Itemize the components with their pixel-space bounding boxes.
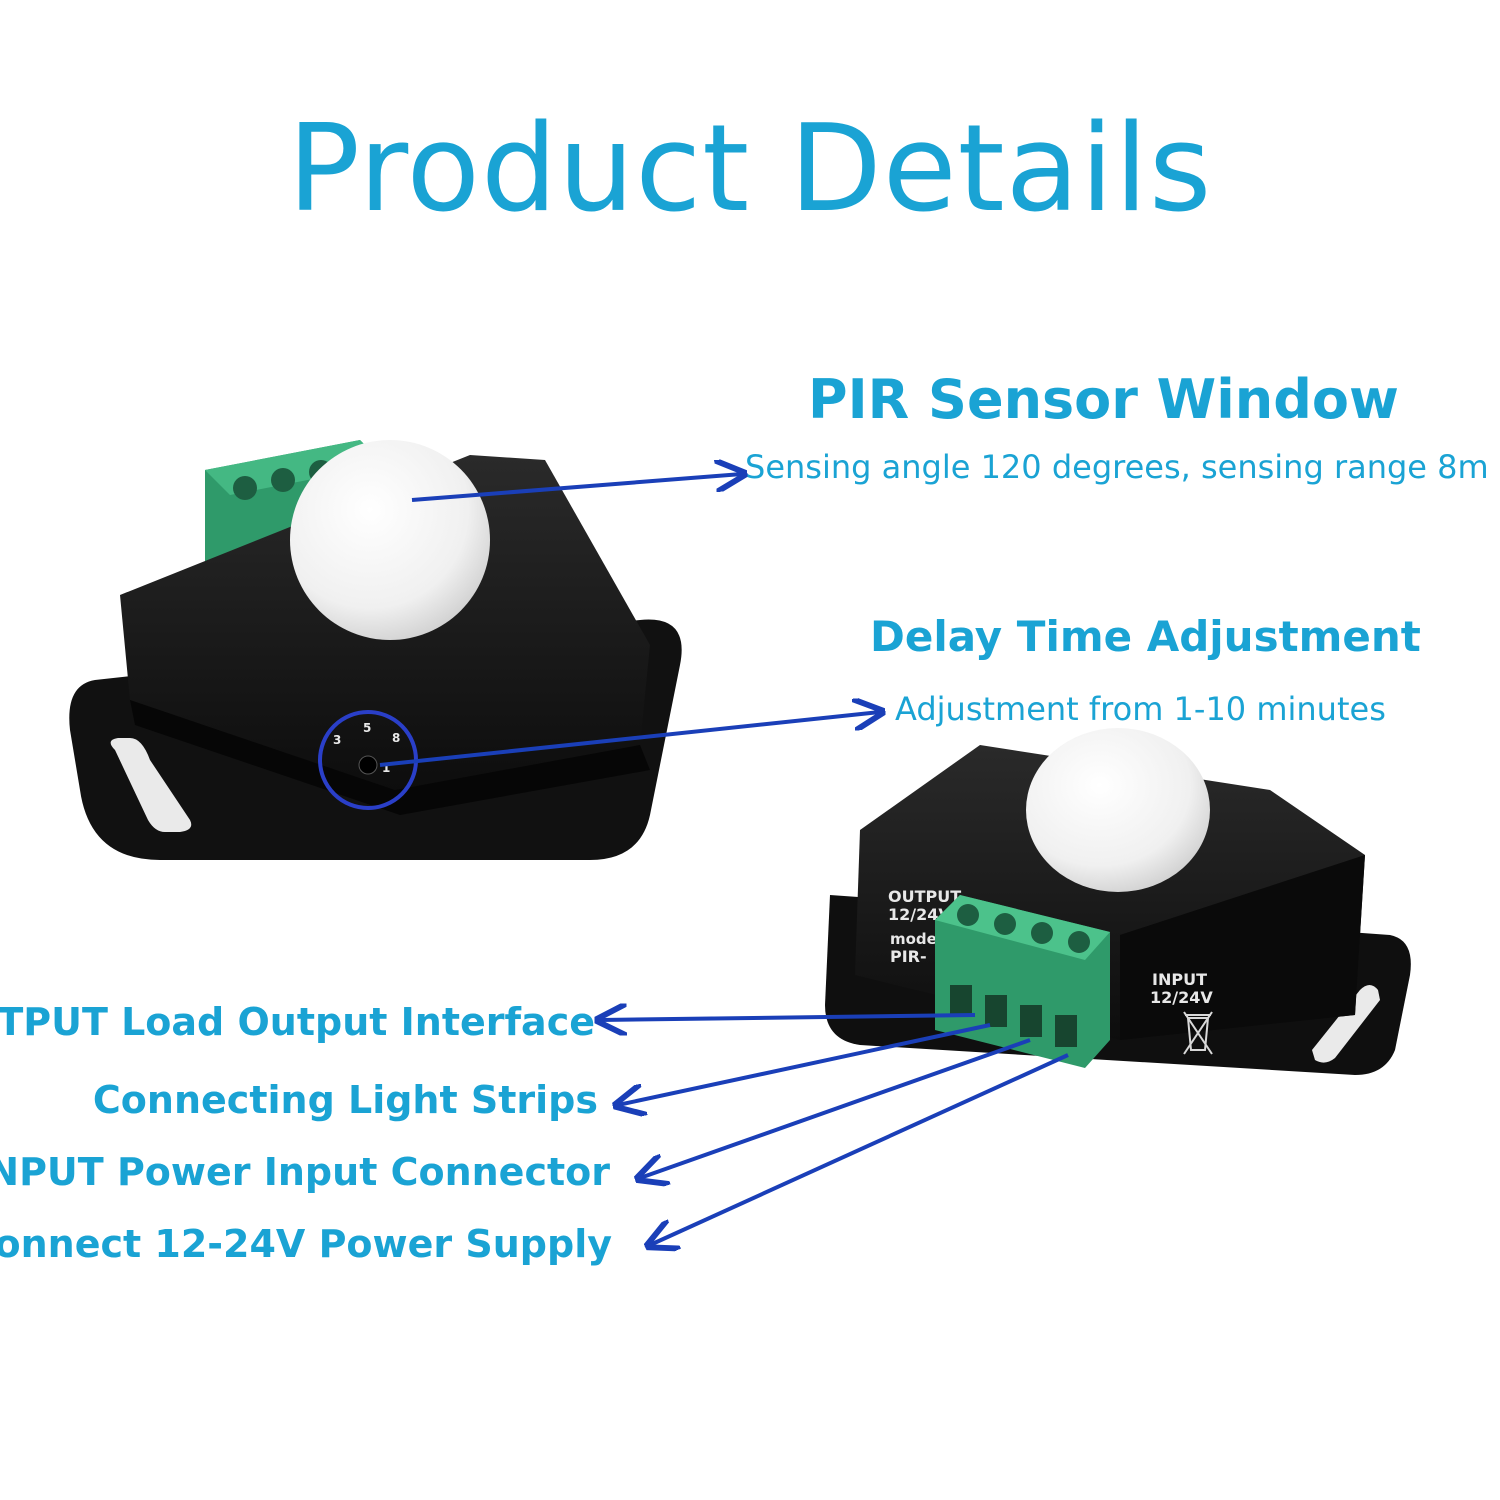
power-supply-label: Connect 12-24V Power Supply [0, 1222, 612, 1266]
weee-bin-icon [1183, 1011, 1213, 1055]
arrow-icon [618, 1023, 991, 1105]
pir-dome [290, 440, 490, 640]
arrow-icon [411, 474, 742, 502]
terminal-block [935, 895, 1110, 1068]
model-number-marking: PIR- [890, 947, 927, 966]
arrow-icon [379, 712, 880, 767]
page-title: Product Details [287, 100, 1213, 239]
pir-description: Sensing angle 120 degrees, sensing range… [745, 448, 1489, 486]
input-connector-label: INPUT Power Input Connector [0, 1150, 610, 1194]
dial-number: 5 [363, 721, 371, 735]
output-marking: OUTPUT [888, 887, 961, 906]
input-voltage-marking: 12/24V [1150, 988, 1213, 1007]
input-marking: INPUT [1152, 970, 1207, 989]
dial-number: 8 [392, 731, 400, 745]
arrow-icon [640, 1038, 1031, 1178]
mounting-slot [110, 738, 192, 832]
delay-heading: Delay Time Adjustment [870, 612, 1421, 661]
sensor-device-bottom: OUTPUT 12/24V model PIR- INPUT 12/24V [825, 728, 1411, 1075]
dial-number: 1 [382, 761, 390, 775]
pir-dome [1026, 728, 1210, 892]
model-marking: model [890, 930, 942, 948]
sensor-device-top: 3 5 8 1 [69, 440, 682, 860]
light-strips-label: Connecting Light Strips [92, 1078, 598, 1122]
output-voltage-marking: 12/24V [888, 905, 951, 924]
pir-heading: PIR Sensor Window [808, 368, 1399, 431]
dial-number: 3 [333, 733, 341, 747]
output-interface-label: OUTPUT Load Output Interface [0, 1000, 595, 1044]
mounting-slot [1312, 985, 1380, 1063]
arrow-icon [600, 1015, 976, 1020]
arrow-icon [650, 1053, 1069, 1245]
delay-description: Adjustment from 1-10 minutes [895, 690, 1386, 728]
